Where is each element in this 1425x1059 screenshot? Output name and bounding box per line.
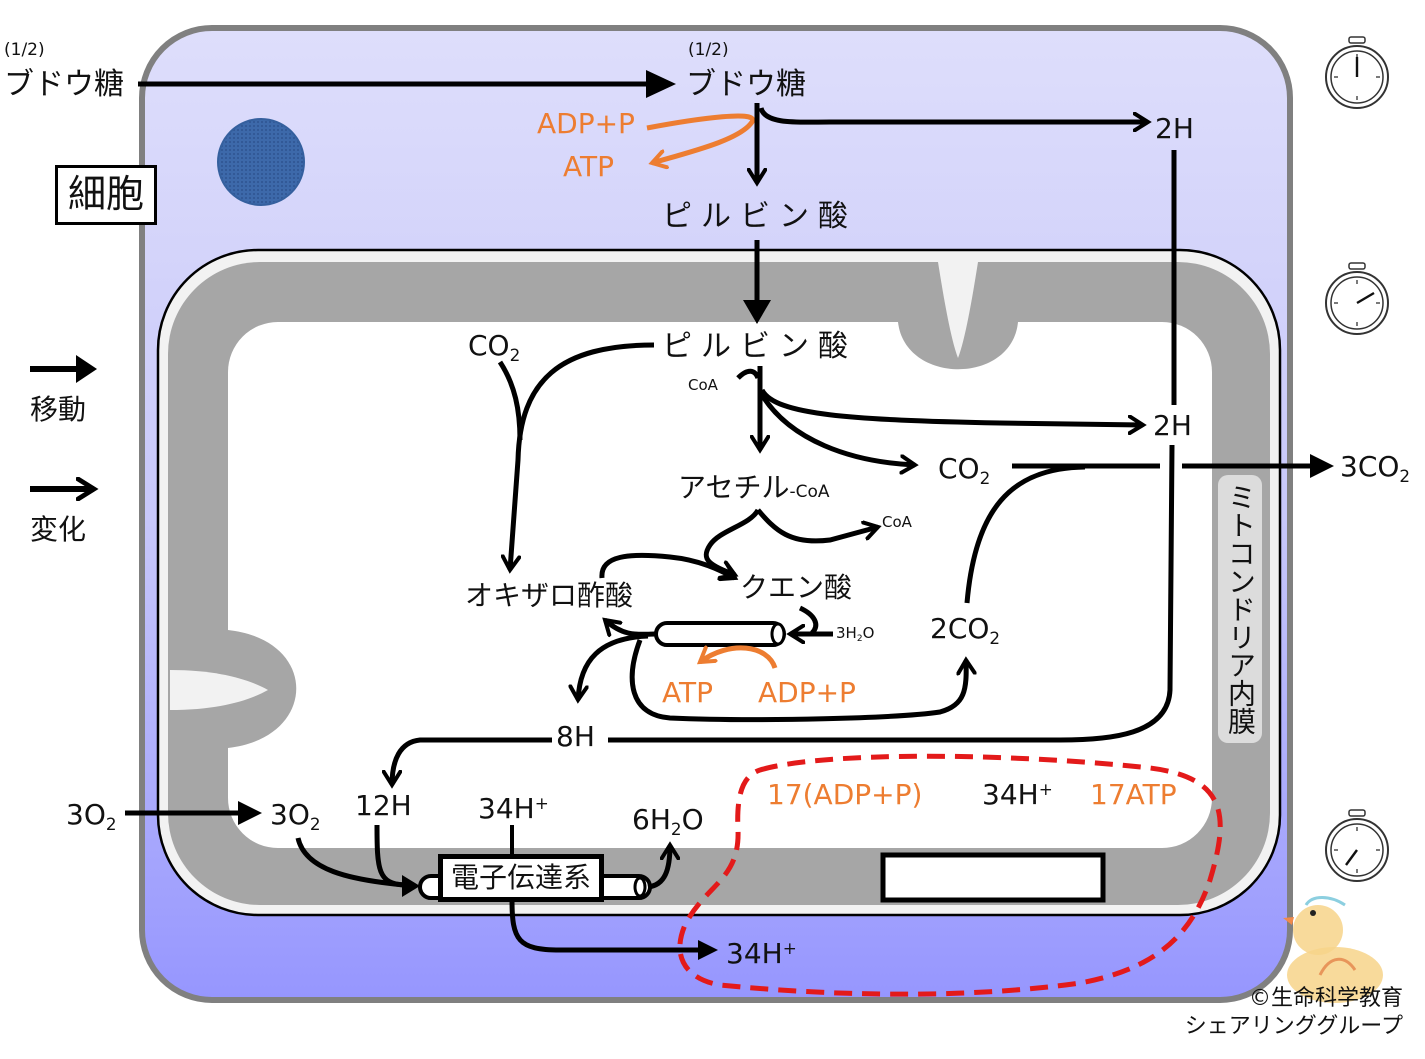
outside-glucose-fraction: (1/2) [4, 40, 45, 60]
stopwatch-hand [1345, 849, 1358, 866]
etc-cylinder-end [633, 876, 647, 898]
acetyl-coa-label: アセチル-CoA [678, 471, 830, 504]
legend-move-arrowhead [76, 355, 97, 383]
inner-membrane-label: ミトコンドリア内膜 [1218, 475, 1262, 743]
water-in-label: 3H2O [836, 624, 875, 645]
electron-transport-chain-box: 電子伝達系 [438, 854, 605, 902]
citrate-label: クエン酸 [740, 571, 853, 604]
co2-merge-curve [497, 360, 523, 441]
oxaloacetate-to-citrate-arrow [599, 552, 735, 578]
atp-synthase-atp-label: 17ATP [1090, 778, 1177, 811]
tca-adp-label: ADP+P [758, 676, 856, 709]
pyruvate-to-oxaloacetate-arrow [510, 342, 655, 570]
coa-in-label: CoA [688, 376, 718, 394]
outside-glucose-label: ブドウ糖 [4, 67, 124, 102]
co2-two-label: 2CO2 [930, 612, 1001, 648]
inside-glucose-fraction: (1/2) [688, 40, 729, 60]
nucleus [217, 118, 305, 206]
cycle-to-oxaloacetate-arrow [605, 620, 657, 634]
glycolysis-adp-label: ADP+P [537, 107, 635, 140]
acetyl-coa-release-arrow [756, 508, 878, 544]
tca-cylinder-end [770, 622, 786, 646]
etc-to-h34-out-arrow [509, 899, 700, 953]
etc-to-water-arrow [647, 845, 670, 890]
chick-mascot-icon [1283, 896, 1383, 1003]
cycle-to-2co2-arrow [629, 639, 966, 723]
glucose-transport-arrowhead [646, 70, 676, 98]
etc-to-h34-out-arrowhead [698, 940, 718, 960]
h12-label: 12H [355, 789, 412, 822]
8h-to-12h-arrow [392, 737, 552, 785]
copyright-line2: シェアリンググループ [1184, 1013, 1403, 1039]
copyright: ©生命科学教育 シェアリンググループ [1185, 985, 1403, 1040]
h-collect-line [608, 444, 1175, 743]
legend-move-label: 移動 [30, 393, 87, 426]
co2-top-label: CO2 [468, 329, 521, 365]
citrate-to-cycle-curve [798, 605, 819, 635]
atp-synthase-adp-label: 17(ADP+P) [767, 778, 923, 811]
glycolysis-atp-label: ATP [563, 150, 614, 183]
coa-out-label: CoA [882, 513, 912, 531]
co2-two-up-curve [964, 464, 1086, 604]
atp-synthesis-dashed-loop [677, 753, 1223, 997]
coa-in-curve [736, 368, 761, 380]
pyruvate-h-arrow [759, 388, 1143, 425]
stopwatch-icon [1325, 36, 1389, 109]
stopwatch-icon [1325, 262, 1389, 335]
pyruvate-transport-arrowhead [743, 300, 771, 324]
atp-synthase-box [880, 852, 1106, 903]
h8-label: 8H [556, 720, 595, 753]
glycolysis-2h-label: 2H [1155, 112, 1194, 145]
inside-glucose-label: ブドウ糖 [686, 67, 806, 102]
cytosol-pyruvate-label: ピルビン酸 [662, 199, 857, 234]
stopwatch-hand [1356, 291, 1375, 305]
cell-label: 細胞 [55, 165, 158, 225]
glycolysis-orange-arrow [646, 113, 756, 163]
matrix-h34-label: 34H+ [478, 792, 549, 826]
matrix-o2-label: 3O2 [270, 798, 321, 834]
outside-co2-label: 3CO2 [1340, 450, 1411, 486]
pyruvate-co2-arrow [759, 393, 915, 465]
matrix-pyruvate-label: ピルビン酸 [662, 329, 857, 364]
legend-change-label: 変化 [30, 513, 87, 546]
co2-out-arrowhead [1310, 454, 1334, 478]
o2-transport-arrowhead [238, 801, 262, 825]
cycle-to-8h-arrow [578, 633, 649, 700]
tca-atp-label: ATP [662, 676, 713, 709]
atp-synthase-h34-label: 34H+ [982, 778, 1053, 812]
crista-top-gap [938, 262, 978, 358]
copyright-line1: ©生命科学教育 [1248, 986, 1403, 1011]
tca-atp-orange-arrow [700, 648, 778, 669]
water-out-label: 6H2O [632, 803, 704, 839]
intermembrane-h34-label: 34H+ [726, 937, 797, 971]
co2-mid-label: CO2 [938, 452, 991, 488]
oxaloacetate-label: オキザロ酢酸 [465, 579, 634, 612]
matrix-2h-label: 2H [1153, 409, 1192, 442]
etc-input-arrowhead [402, 875, 420, 897]
crista-left-gap [170, 670, 268, 710]
outside-o2-label: 3O2 [66, 798, 117, 834]
tca-cylinder [654, 621, 786, 647]
glycolysis-h-arrow [758, 106, 1148, 122]
h12-to-etc-arrow [374, 824, 406, 888]
mitochondrion-matrix [228, 322, 1212, 848]
stopwatch-icon [1325, 809, 1389, 882]
